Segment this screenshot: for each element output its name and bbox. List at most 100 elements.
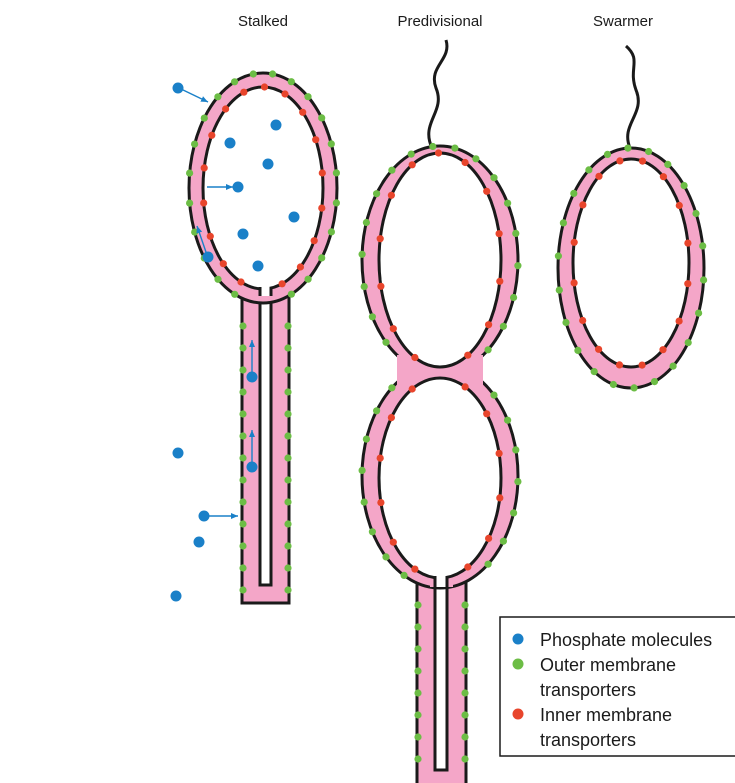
outer-membrane-transporter (461, 645, 468, 652)
inner-membrane-transporter (579, 201, 586, 208)
outer-membrane-transporter (269, 70, 276, 77)
outer-membrane-transporter (304, 93, 311, 100)
outer-membrane-transporter (610, 381, 617, 388)
outer-membrane-transporter (461, 623, 468, 630)
swarmer-cell (555, 46, 707, 392)
predivisional-flagellum (429, 40, 447, 148)
outer-membrane-transporter (514, 262, 521, 269)
inner-membrane-transporter (409, 161, 416, 168)
inner-membrane-transporter (201, 164, 208, 171)
outer-membrane-transporter (512, 230, 519, 237)
outer-membrane-transporter (556, 287, 563, 294)
phosphate-molecule (194, 537, 205, 548)
outer-membrane-transporter (284, 388, 291, 395)
outer-membrane-transporter (239, 366, 246, 373)
inner-membrane-transporter (483, 188, 490, 195)
inner-membrane-transporter (496, 278, 503, 285)
outer-membrane-transporter (631, 384, 638, 391)
stalked-stalk (242, 290, 289, 603)
outer-membrane-transporter (239, 586, 246, 593)
outer-membrane-transporter (664, 161, 671, 168)
outer-membrane-transporter (414, 667, 421, 674)
outer-membrane-transporter (284, 520, 291, 527)
inner-membrane-transporter (571, 279, 578, 286)
inner-membrane-transporter (483, 410, 490, 417)
outer-membrane-transporter (361, 499, 368, 506)
outer-membrane-transporter (186, 170, 193, 177)
inner-membrane-transporter (435, 149, 442, 156)
outer-membrane-transporter (363, 436, 370, 443)
outer-membrane-transporter (284, 322, 291, 329)
inner-membrane-transporter (377, 499, 384, 506)
outer-membrane-transporter (461, 689, 468, 696)
legend-inner-label-line2: transporters (540, 730, 636, 750)
inner-membrane-transporter (318, 205, 325, 212)
inner-membrane-transporter (261, 83, 268, 90)
inner-membrane-transporter (462, 159, 469, 166)
outer-membrane-transporter (239, 322, 246, 329)
predivisional-stalk (417, 570, 466, 783)
phosphate-molecule (289, 212, 300, 223)
outer-membrane-transporter (288, 291, 295, 298)
predivisional-cell-body (362, 146, 518, 588)
outer-membrane-transporter (288, 78, 295, 85)
phosphate-molecule (173, 83, 184, 94)
inner-membrane-transporter (571, 239, 578, 246)
outer-membrane-transporter (490, 174, 497, 181)
outer-membrane-transporter (328, 140, 335, 147)
phosphate-molecule (263, 159, 274, 170)
inner-membrane-transporter (390, 325, 397, 332)
outer-membrane-transporter (284, 344, 291, 351)
outer-membrane-transporter (369, 528, 376, 535)
phosphate-molecule (203, 252, 214, 263)
outer-membrane-transporter (510, 509, 517, 516)
outer-membrane-transporter (500, 538, 507, 545)
outer-membrane-transporter (363, 219, 370, 226)
outer-membrane-transporter (239, 344, 246, 351)
inner-membrane-transporter (464, 563, 471, 570)
inner-membrane-transporter (222, 105, 229, 112)
outer-membrane-transporter (284, 410, 291, 417)
outer-membrane-transporter (570, 190, 577, 197)
outer-membrane-transporter (461, 733, 468, 740)
outer-membrane-transporter (451, 145, 458, 152)
inner-membrane-transporter (496, 450, 503, 457)
outer-membrane-transporter (472, 155, 479, 162)
outer-membrane-transporter (695, 310, 702, 317)
outer-membrane-transporter (214, 93, 221, 100)
inner-membrane-transporter (207, 233, 214, 240)
inner-membrane-transporter (240, 89, 247, 96)
outer-membrane-transporter (562, 319, 569, 326)
outer-membrane-transporter (239, 542, 246, 549)
inner-membrane-transporter (639, 158, 646, 165)
outer-membrane-transporter (239, 432, 246, 439)
outer-membrane-transporter (284, 366, 291, 373)
legend-inner-label-line1: Inner membrane (540, 705, 672, 725)
inner-membrane-transporter (659, 346, 666, 353)
inner-membrane-transporter (676, 202, 683, 209)
legend: Phosphate molecules Outer membrane trans… (500, 617, 735, 756)
phosphate-molecule (238, 229, 249, 240)
outer-membrane-transporter (231, 291, 238, 298)
outer-membrane-transporter (284, 498, 291, 505)
outer-membrane-transporter (685, 339, 692, 346)
inner-membrane-transporter (377, 455, 384, 462)
outer-membrane-transporter (284, 432, 291, 439)
inner-membrane-transporter (411, 354, 418, 361)
title-stalked: Stalked (238, 13, 288, 30)
outer-membrane-transporter (624, 145, 631, 152)
title-swarmer: Swarmer (593, 13, 653, 30)
outer-membrane-transporter (328, 228, 335, 235)
outer-membrane-transporter (555, 252, 562, 259)
legend-phosphate-label: Phosphate molecules (540, 630, 712, 650)
phosphate-molecule (171, 591, 182, 602)
inner-membrane-transporter (485, 535, 492, 542)
outer-membrane-transporter (512, 446, 519, 453)
inner-membrane-transporter (377, 283, 384, 290)
outer-membrane-transporter (333, 169, 340, 176)
outer-membrane-transporter (651, 378, 658, 385)
outer-membrane-transporter (388, 167, 395, 174)
outer-membrane-transporter (361, 283, 368, 290)
outer-membrane-transporter (591, 368, 598, 375)
